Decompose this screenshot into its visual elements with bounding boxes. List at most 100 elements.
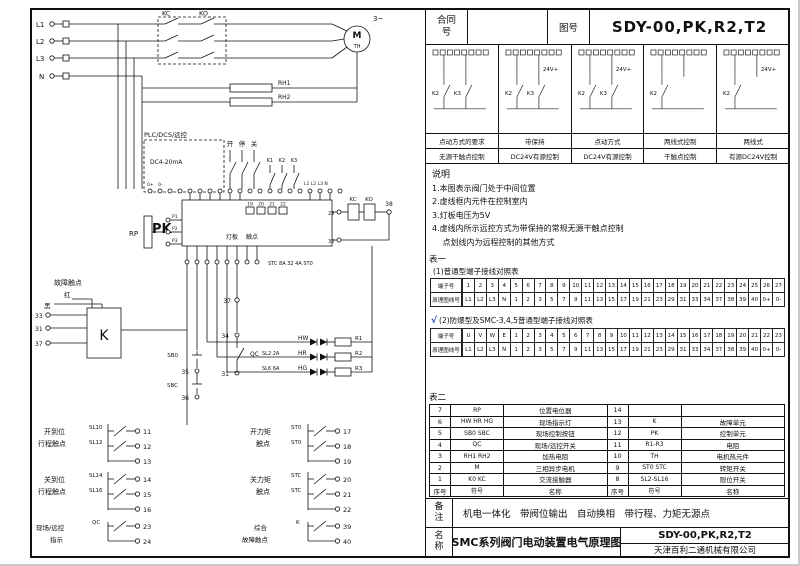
strip-cell: 33	[688, 293, 701, 307]
strip-cell: 13	[652, 329, 665, 343]
sb0-label: SB0	[167, 353, 178, 359]
strip-cell: 16	[688, 329, 701, 343]
strip-cell: 2	[521, 343, 534, 357]
g4-t2: 18	[343, 443, 351, 451]
mode-relay-label: K3	[454, 91, 462, 97]
strip-cell: 4	[497, 279, 510, 293]
strip-cell: 0-	[771, 343, 784, 357]
component-name: 限位开关	[719, 476, 746, 485]
strip-cell: 29	[664, 293, 677, 307]
pk-unit: PK 19 20 21 22 灯板 触点 29 30	[152, 199, 389, 247]
strip-cell: 12	[593, 279, 605, 293]
lamp-board-label: 灯板	[226, 233, 238, 241]
strip-cell: 3	[533, 293, 546, 307]
label-rh1: RH1	[278, 80, 291, 87]
strip-cell: 15	[628, 279, 641, 293]
coil-kc: KC	[349, 197, 356, 203]
strip-cell: 13	[593, 293, 605, 307]
strip-cell: 8	[593, 329, 605, 343]
strip-cell: 20	[736, 329, 748, 343]
qc-switch-label: QC	[250, 351, 259, 358]
g5-title2: 触点	[256, 487, 270, 496]
component-name: 电机热元件	[716, 453, 750, 462]
contactor-contacts: KC KO	[157, 10, 227, 65]
figure-no-value: SDY-00,PK,R2,T2	[611, 17, 768, 36]
component-no: 13	[608, 416, 629, 428]
mode-caption: 两线式	[717, 132, 789, 148]
strip-cell: N	[497, 343, 510, 357]
g3-t1: 23	[143, 523, 151, 531]
strip-cell: 21	[640, 343, 653, 357]
component-symbol: SB0 SBC	[451, 428, 504, 439]
company-name: 天津百利二通机械有限公司	[653, 546, 756, 556]
component-symbol: R1-R3	[629, 439, 682, 451]
sbc-label: SBC	[167, 383, 178, 389]
strip-cell: 21	[640, 293, 653, 307]
mode-relay-label: K2	[505, 91, 512, 97]
component-no: 序号	[608, 485, 629, 497]
motor: M 3~ TH	[331, 15, 383, 102]
g2-sw2: SL16	[89, 488, 103, 494]
drawing-sheet: L1 L2 L3 N KC KO M 3~ TH	[30, 8, 790, 558]
g4-t3: 19	[343, 458, 351, 466]
component-row: 14	[607, 405, 784, 417]
torque-contacts-open: 开力矩 触点 ST0 17 ST0 18 19	[250, 424, 351, 466]
g1-title2: 行程触点	[38, 439, 66, 448]
table1-label: 表一	[429, 255, 447, 266]
fault-output-contact: 综合 故障触点 K 39 40	[242, 520, 351, 546]
component-row: 序号符号名称	[430, 485, 607, 497]
strip-cell: 3	[533, 343, 546, 357]
strip-cell: L1	[462, 343, 474, 357]
lamp-hr: HR	[298, 350, 307, 357]
note-line: 3.灯板电压为5V	[432, 210, 491, 220]
limit-contacts-open: 开到位 行程触点 SL10 11 SL12 12 13	[38, 424, 151, 466]
g3-t2: 24	[143, 538, 151, 546]
rp-p3: P3	[172, 238, 178, 244]
k-relay-contacts: K1 K2 K3	[267, 158, 300, 189]
table2-label: 表二	[429, 393, 447, 404]
g4-title1: 开力矩	[250, 427, 271, 436]
mode-caption: 点动方式	[571, 132, 644, 148]
component-no: 14	[608, 405, 629, 416]
strip-cell: 23	[652, 293, 665, 307]
label-rh2: RH2	[278, 94, 291, 101]
strip-cell: 21	[748, 329, 760, 343]
node-37: 37	[223, 298, 231, 305]
component-name: 转矩开关	[719, 464, 746, 473]
g6-t2: 40	[343, 538, 351, 546]
strip-cell: 17	[700, 329, 712, 343]
res-r3: R3	[355, 366, 363, 372]
mode-relay-label: K2	[650, 91, 657, 97]
strip-cell: 16	[640, 279, 653, 293]
strip-cell: L2	[473, 343, 486, 357]
component-no: 11	[608, 439, 629, 451]
rp-p1: P1	[172, 214, 178, 220]
schematic-canvas: L1 L2 L3 N KC KO M 3~ TH	[35, 10, 393, 546]
component-name: 控制单元	[719, 430, 746, 439]
mode-caption: 两线式控制	[644, 132, 717, 148]
name-label: 名称	[426, 528, 453, 556]
strip-cell: L2	[473, 293, 486, 307]
k-term-37: 37	[35, 341, 43, 348]
component-no: 9	[608, 462, 629, 474]
g6-title1: 综合	[254, 523, 268, 532]
remark-label: 备注	[426, 499, 453, 527]
sw-sl6: SL6 6A	[262, 366, 280, 372]
strip-cell: 9	[569, 293, 581, 307]
component-symbol: M	[451, 462, 504, 474]
mode-caption: 干触点控制	[644, 147, 717, 163]
mode-diagram: K2	[644, 45, 716, 133]
component-no: 12	[608, 428, 629, 439]
